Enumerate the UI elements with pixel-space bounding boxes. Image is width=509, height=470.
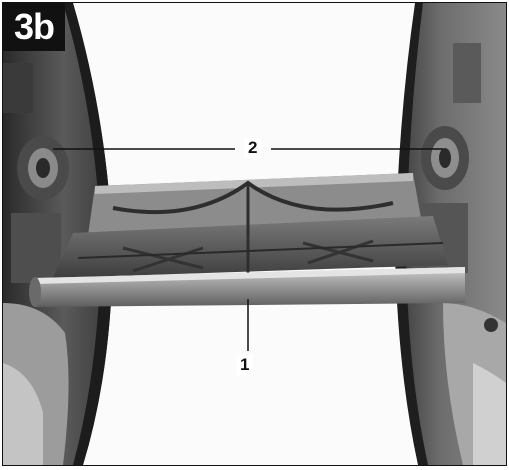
callout-1: 1 xyxy=(236,355,254,375)
figure-3b: 3b 2 1 xyxy=(2,2,507,466)
callout-2: 2 xyxy=(244,138,262,158)
figure-label: 3b xyxy=(3,3,65,51)
product-photo xyxy=(3,3,506,465)
